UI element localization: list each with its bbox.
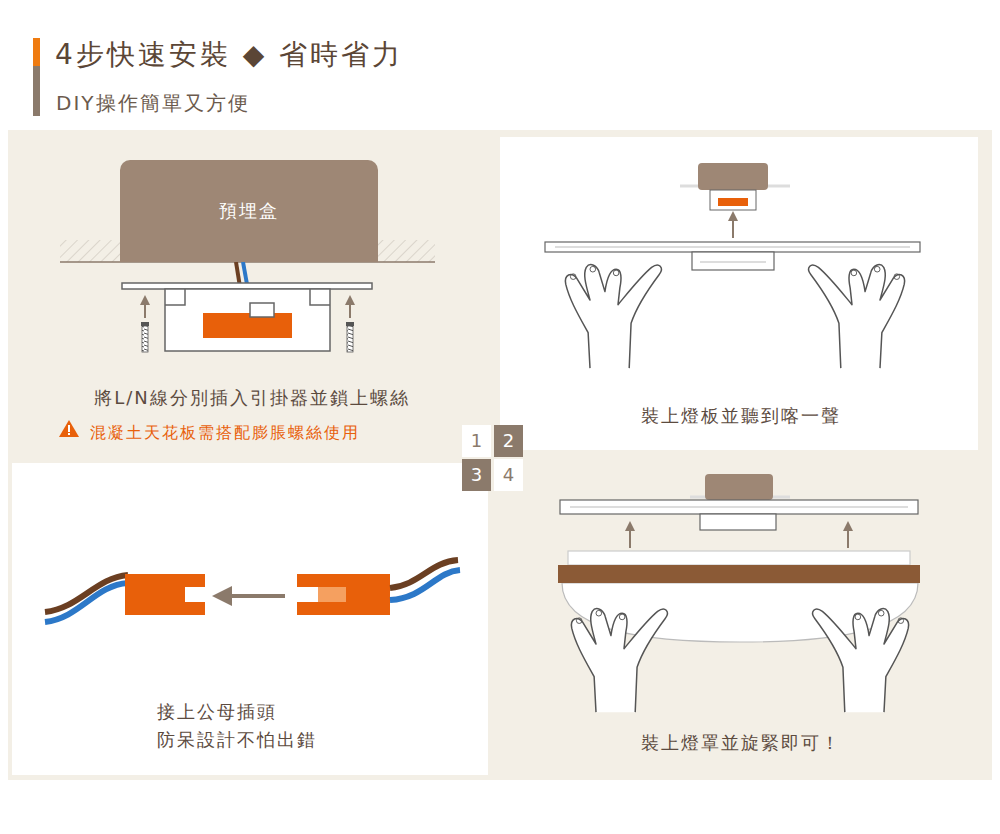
hands bbox=[809, 265, 905, 368]
panel-ground bbox=[500, 137, 978, 450]
screw bbox=[347, 326, 353, 352]
step-caption: 裝上燈罩並旋緊即可！ bbox=[500, 729, 981, 757]
screw bbox=[349, 300, 351, 318]
hands bbox=[565, 265, 661, 368]
hands bbox=[809, 265, 905, 368]
plug-connector bbox=[297, 574, 390, 615]
hands bbox=[571, 609, 667, 712]
hanger-bracket bbox=[165, 289, 330, 351]
ceiling-box bbox=[710, 190, 756, 210]
panel-ground bbox=[12, 463, 488, 775]
step-number: 1 bbox=[462, 425, 491, 457]
warning-icon bbox=[59, 420, 79, 437]
screw bbox=[141, 322, 149, 326]
hanger-bracket bbox=[165, 289, 185, 305]
light-panel bbox=[700, 261, 766, 262]
step-number: 3 bbox=[462, 459, 491, 491]
subtitle: DIY操作簡單又方便 bbox=[56, 90, 250, 117]
step-number: 2 bbox=[494, 425, 523, 457]
light-panel bbox=[692, 252, 774, 270]
screw bbox=[346, 322, 354, 326]
step-panel: 裝上燈罩並旋緊即可！ bbox=[500, 455, 981, 775]
step-caption: 將L/N線分別插入引掛器並鎖上螺絲 bbox=[8, 384, 496, 412]
lamp-assembly bbox=[560, 500, 918, 514]
lamp-assembly bbox=[700, 514, 776, 530]
hanger-bracket bbox=[310, 289, 330, 305]
hanger-bracket bbox=[122, 283, 372, 351]
light-panel bbox=[555, 246, 910, 247]
lamp-assembly bbox=[847, 526, 849, 548]
hanger-bracket bbox=[250, 303, 274, 317]
lamp-assembly bbox=[568, 551, 910, 565]
step-caption: 接上公母插頭 防呆設計不怕出錯 bbox=[157, 698, 332, 754]
ceiling-box bbox=[718, 198, 748, 206]
lamp-assembly bbox=[558, 474, 920, 642]
screw bbox=[144, 300, 146, 318]
plug-connector bbox=[45, 560, 460, 622]
embedded-box: 預埋盒 bbox=[120, 160, 378, 262]
ceiling-box bbox=[732, 216, 734, 238]
step-number-text: 2 bbox=[494, 427, 523, 455]
hands bbox=[813, 609, 909, 712]
plug-connector bbox=[125, 574, 205, 615]
light-panel bbox=[545, 242, 920, 270]
warning-icon bbox=[68, 433, 70, 435]
beige-ground bbox=[8, 130, 992, 780]
step-panel: 接上公母插頭 防呆設計不怕出錯 bbox=[12, 463, 488, 775]
lamp-assembly bbox=[629, 526, 631, 548]
ceiling-box bbox=[698, 163, 768, 190]
plug-connector bbox=[222, 594, 285, 598]
title: 4步快速安裝 ◆ 省時省力 bbox=[55, 36, 403, 74]
warning-icon bbox=[59, 420, 79, 437]
light-panel bbox=[545, 242, 920, 252]
ceiling-box bbox=[680, 163, 790, 238]
warning-icon bbox=[68, 425, 70, 432]
plug-connector bbox=[45, 575, 128, 612]
hands bbox=[571, 609, 908, 712]
step-caption: 裝上燈板並聽到喀一聲 bbox=[500, 402, 981, 430]
screw bbox=[142, 326, 148, 352]
plug-connector bbox=[390, 570, 460, 600]
step-number-text: 1 bbox=[462, 427, 491, 455]
hanger-bracket bbox=[122, 283, 372, 289]
box-label: 預埋盒 bbox=[120, 197, 378, 225]
hanger-bracket bbox=[203, 313, 292, 338]
lamp-assembly bbox=[570, 506, 908, 507]
screw bbox=[141, 300, 354, 352]
step-number-text: 3 bbox=[462, 461, 491, 489]
lamp-assembly bbox=[705, 474, 773, 500]
step-number: 4 bbox=[494, 459, 523, 491]
title-bar bbox=[33, 38, 40, 116]
title-bar bbox=[33, 38, 40, 66]
lamp-assembly bbox=[558, 565, 920, 583]
step-panel: 將L/N線分別插入引掛器並鎖上螺絲混凝土天花板需搭配膨脹螺絲使用預埋盒 bbox=[8, 130, 496, 455]
hands bbox=[565, 265, 904, 368]
hands bbox=[813, 609, 909, 712]
title-bar bbox=[33, 66, 40, 116]
plug-connector bbox=[45, 583, 128, 622]
step-number-text: 4 bbox=[494, 461, 523, 489]
plug-connector bbox=[318, 587, 346, 602]
step-panel: 裝上燈板並聽到喀一聲 bbox=[500, 137, 981, 450]
